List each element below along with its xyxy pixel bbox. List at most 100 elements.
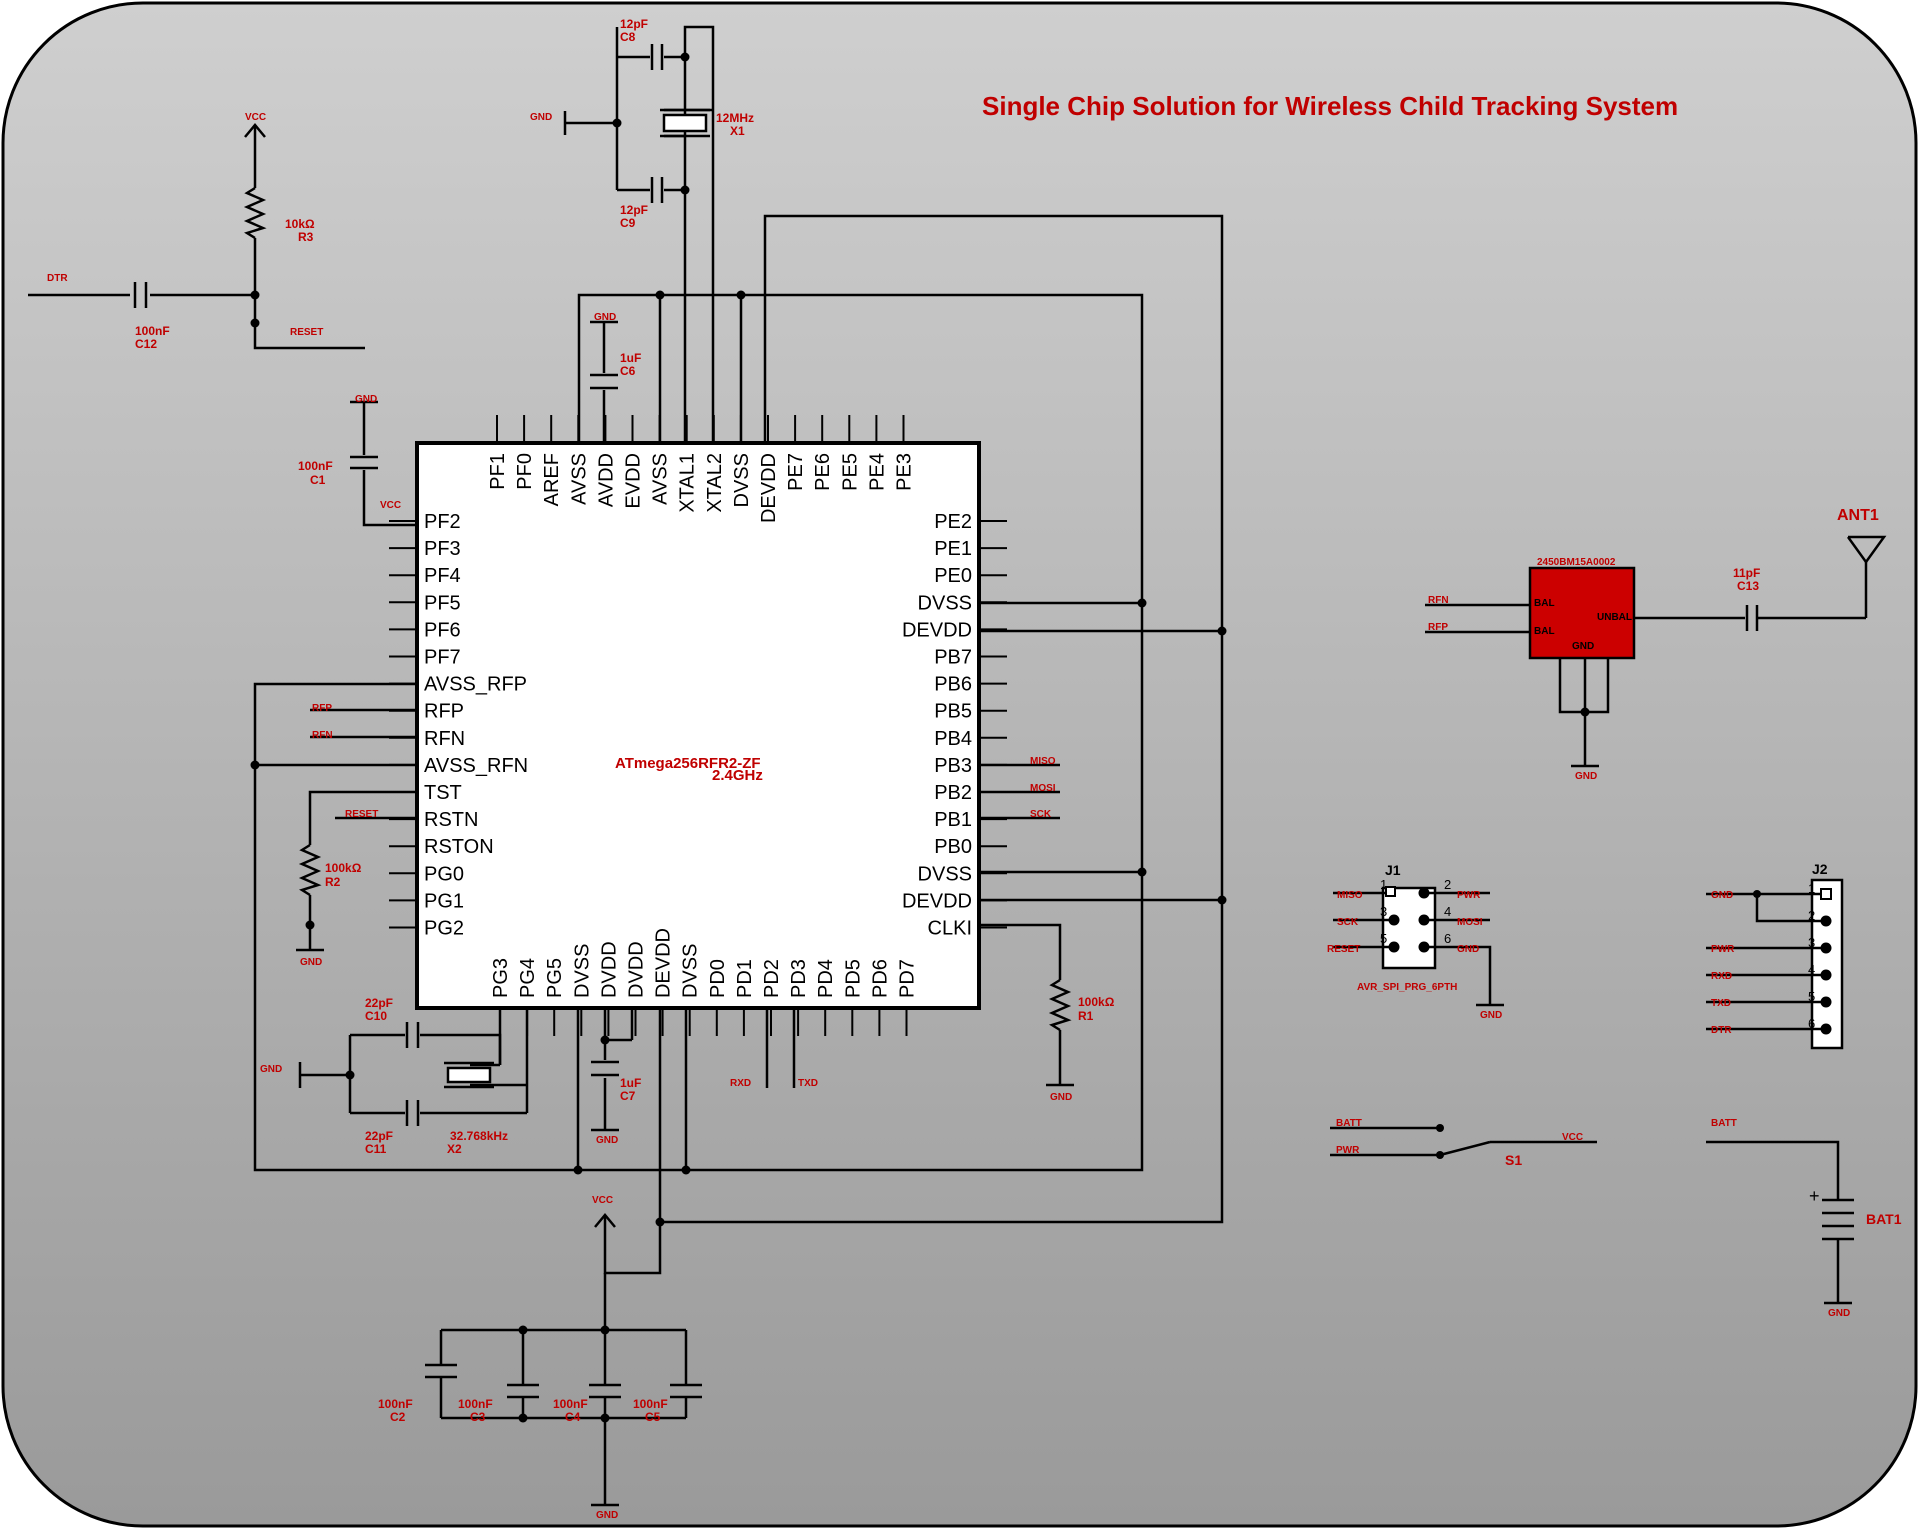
svg-text:12pF: 12pF: [620, 17, 648, 31]
chip-pin-label: PD2: [761, 959, 783, 998]
svg-text:PWR: PWR: [1457, 890, 1481, 901]
chip-pin-label: PE1: [934, 538, 972, 560]
svg-text:C10: C10: [365, 1009, 387, 1023]
crystal-x2: 32.768kHz X2: [444, 1061, 508, 1156]
svg-text:BATT: BATT: [1336, 1118, 1362, 1129]
svg-text:GND: GND: [594, 312, 616, 323]
junction: [345, 1070, 355, 1080]
svg-text:3: 3: [1380, 904, 1387, 919]
svg-text:2450BM15A0002: 2450BM15A0002: [1537, 557, 1616, 568]
wires: [28, 25, 1227, 1505]
chip-pin-label: DVSS: [918, 592, 972, 614]
svg-text:J2: J2: [1812, 861, 1828, 877]
svg-text:R1: R1: [1078, 1009, 1094, 1023]
svg-text:R3: R3: [298, 230, 314, 244]
chip-pin-label: PD5: [842, 959, 864, 998]
svg-text:6: 6: [1808, 1016, 1815, 1031]
svg-text:C6: C6: [620, 364, 636, 378]
net-label-txd: TXD: [798, 1078, 818, 1089]
svg-text:SCK: SCK: [1337, 917, 1359, 928]
svg-text:VCC: VCC: [245, 112, 266, 123]
chip-pin-label: PE0: [934, 565, 972, 587]
svg-text:GND: GND: [1828, 1308, 1850, 1319]
svg-text:VCC: VCC: [1562, 1132, 1583, 1143]
svg-text:GND: GND: [300, 957, 322, 968]
svg-text:X2: X2: [447, 1142, 462, 1156]
svg-text:RFP: RFP: [1428, 622, 1448, 633]
svg-text:DTR: DTR: [1711, 1025, 1732, 1036]
antenna-ant1: ANT1: [1837, 507, 1887, 618]
net-label-dtr: DTR: [47, 273, 68, 284]
chip-pin-label: PB6: [934, 674, 972, 696]
net-label-rfp: RFP: [312, 703, 332, 714]
svg-text:100nF: 100nF: [633, 1397, 668, 1411]
chip-body: [415, 441, 981, 1010]
chip-pin-label: PF6: [424, 619, 461, 641]
wire-devdd-outer-loop: [660, 214, 1224, 1224]
svg-text:5: 5: [1808, 989, 1815, 1004]
svg-text:C2: C2: [390, 1410, 406, 1424]
resistor-r3: 10kΩ R3: [243, 186, 315, 244]
svg-text:C5: C5: [645, 1410, 661, 1424]
resistor-r1: GND 100kΩ R1: [1046, 978, 1115, 1103]
capacitor-c13: 11pF C13: [1733, 566, 1760, 631]
chip-pin-label: PF1: [487, 453, 509, 490]
svg-text:4: 4: [1444, 904, 1451, 919]
chip-pin-label: PG2: [424, 918, 464, 940]
net-label-reset: RESET: [290, 327, 323, 338]
chip-pin-label: DVSS: [918, 863, 972, 885]
svg-text:C12: C12: [135, 337, 157, 351]
battery-bat1: BATT + BAT1 GND: [1706, 1118, 1902, 1319]
chip-pin-label: PE4: [866, 453, 888, 491]
chip-pin-label: PE5: [839, 453, 861, 491]
chip-frequency: 2.4GHz: [712, 767, 763, 784]
svg-text:MISO: MISO: [1337, 890, 1363, 901]
svg-text:GND: GND: [355, 394, 377, 405]
chip-pin-label: RSTN: [424, 809, 478, 831]
svg-text:BAL: BAL: [1534, 598, 1555, 609]
chip-pin-label: AVSS_RFN: [424, 755, 528, 777]
svg-text:10kΩ: 10kΩ: [285, 217, 315, 231]
svg-text:100nF: 100nF: [553, 1397, 588, 1411]
chip-pin-label: PE6: [812, 453, 834, 491]
junction: [250, 290, 260, 300]
svg-text:MOSI: MOSI: [1457, 917, 1483, 928]
svg-text:UNBAL: UNBAL: [1597, 612, 1632, 623]
chip-pin-label: PF0: [514, 453, 536, 490]
chip-pin-label: DVDD: [598, 941, 620, 998]
svg-text:12pF: 12pF: [620, 203, 648, 217]
svg-text:C7: C7: [620, 1089, 636, 1103]
chip-pin-label: XTAL2: [704, 453, 726, 513]
svg-text:GND: GND: [596, 1510, 618, 1521]
svg-text:VCC: VCC: [380, 500, 401, 511]
connector-j1: J1 1 2 3 4 5 6 MISO SCK RESET PWR MOSI G…: [1327, 862, 1504, 1021]
net-label-rfn: RFN: [312, 730, 333, 741]
capacitor-c7: GND 1uF C7: [591, 1060, 641, 1146]
chip-pin-label: PF2: [424, 511, 461, 533]
svg-text:VCC: VCC: [592, 1195, 613, 1206]
schematic-title: Single Chip Solution for Wireless Child …: [982, 91, 1678, 121]
vcc-arrow-bottom: VCC: [592, 1195, 616, 1228]
svg-text:J1: J1: [1385, 862, 1401, 878]
ground-x2: GND: [260, 1062, 302, 1088]
svg-text:1: 1: [1380, 877, 1387, 892]
svg-text:C3: C3: [470, 1410, 486, 1424]
chip-pin-label: PB4: [934, 728, 972, 750]
chip-pin-label: PF4: [424, 565, 461, 587]
capacitor-c2: 100nF C2: [378, 1330, 457, 1424]
svg-text:12MHz: 12MHz: [716, 111, 754, 125]
svg-text:RXD: RXD: [1711, 971, 1732, 982]
chip-pin-label: PD1: [734, 959, 756, 998]
chip-pin-label: CLKI: [928, 918, 972, 940]
svg-text:GND: GND: [260, 1064, 282, 1075]
chip-pin-label: XTAL1: [677, 453, 699, 513]
chip-pin-label: PB5: [934, 701, 972, 723]
chip-pin-label: PB1: [934, 809, 972, 831]
wire-avss-gnd-loop: [253, 293, 1144, 1172]
svg-text:C13: C13: [1737, 579, 1759, 593]
chip-left-pins: PF2PF3PF4PF5PF6PF7AVSS_RFPRFPRFNAVSS_RFN…: [389, 511, 528, 940]
junction: [612, 118, 622, 128]
chip-pin-label: RFN: [424, 728, 465, 750]
svg-text:2: 2: [1808, 908, 1815, 923]
